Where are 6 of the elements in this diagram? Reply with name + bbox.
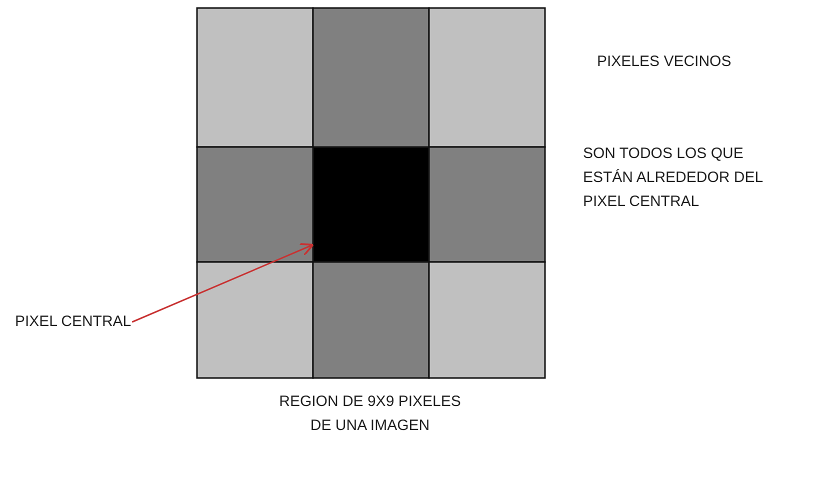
note-text: SON TODOS LOS QUE ESTÁN ALREDEDOR DEL PIXEL CENTRAL bbox=[583, 144, 764, 212]
callout-text: PIXEL CENTRAL bbox=[15, 310, 132, 334]
center-pixel bbox=[313, 147, 429, 262]
caption-text: REGION DE 9X9 PIXELES DE UNA IMAGEN bbox=[278, 392, 462, 436]
heading-text: PIXELES VECINOS bbox=[597, 52, 732, 72]
leader-line bbox=[132, 243, 314, 323]
